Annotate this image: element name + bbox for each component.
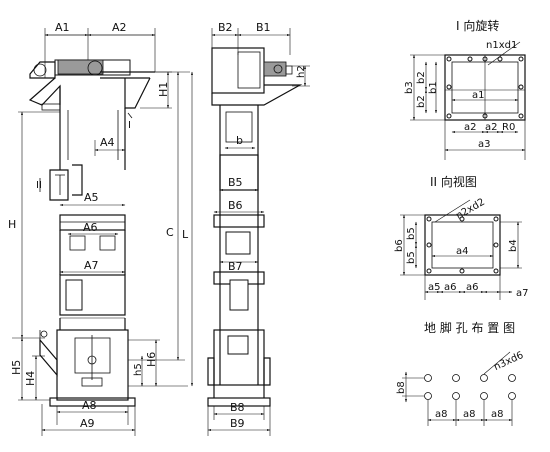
label-n1xd1: n1xd1 [486,40,517,51]
label-h5: h5 [133,363,144,376]
foundation-layout: 地 脚 孔 布 置 图 n3xd6 b8 a8 a8 a8 [396,320,525,426]
label-A4: A4 [100,136,115,149]
motor-housing [29,61,56,79]
label-H4: H4 [24,371,37,386]
label-b5-bottom: b5 [406,251,417,264]
head-drive [57,59,104,75]
head-pulley-right [87,60,103,76]
label-B5: B5 [228,176,243,189]
label-a6-left: a6 [444,282,457,293]
label-A6: A6 [83,221,98,234]
label-b6: b6 [394,239,405,252]
label-a3: a3 [478,139,491,150]
view-2: II 向视图 n2xd2 b6 b5 b5 b4 a4 a5 a6 a6 [394,174,529,300]
label-a5: a5 [428,282,441,293]
label-h2: h2 [296,65,307,78]
foundation-title: 地 脚 孔 布 置 图 [424,320,515,335]
label-B2: B2 [218,21,233,34]
label-a2-left: a2 [464,122,477,133]
label-L: L [182,228,189,241]
label-b: b [236,134,243,147]
view-1-title: I 向旋转 [456,18,499,33]
label-b1: b1 [428,81,439,94]
label-a6-right: a6 [466,282,479,293]
label-II: II [36,180,42,191]
label-a4: a4 [456,246,469,257]
label-a1: a1 [472,90,485,101]
label-A8: A8 [82,399,97,412]
label-b3: b3 [404,81,415,94]
label-A7: A7 [84,259,99,272]
label-B8: B8 [230,401,245,414]
label-B1: B1 [256,21,271,34]
label-A5: A5 [84,191,99,204]
label-a8-3: a8 [491,409,504,420]
front-view: A1 A2 I H1 A4 II [8,21,194,436]
label-a8-2: a8 [463,409,476,420]
label-A9: A9 [80,417,95,430]
label-H1: H1 [157,82,170,97]
label-B9: B9 [230,417,245,430]
label-H6: H6 [145,352,158,367]
label-a7: a7 [516,288,529,299]
side-view: B2 B1 h2 b B5 B6 B7 [207,21,310,436]
label-C: C [166,226,174,239]
label-n2xd2: n2xd2 [454,197,487,222]
label-b4: b4 [508,239,519,252]
view-1: I 向旋转 n1xd1 b3 b2 b2 b1 a1 a2 a2 R0 [404,18,526,160]
label-b2-top: b2 [416,71,427,84]
label-b8: b8 [396,381,407,394]
view-2-title: II 向视图 [430,174,477,189]
label-I: I [128,120,131,131]
label-H: H [8,218,16,231]
label-B7: B7 [228,260,243,273]
label-R0: R0 [502,122,515,133]
label-b5-top: b5 [406,227,417,240]
label-a2-right: a2 [485,122,498,133]
label-a8-1: a8 [435,409,448,420]
label-b2-bottom: b2 [416,95,427,108]
head-pulley-left [33,63,47,77]
label-A1: A1 [55,21,70,34]
label-H5: H5 [10,360,23,375]
label-B6: B6 [228,199,243,212]
label-A2: A2 [112,21,127,34]
